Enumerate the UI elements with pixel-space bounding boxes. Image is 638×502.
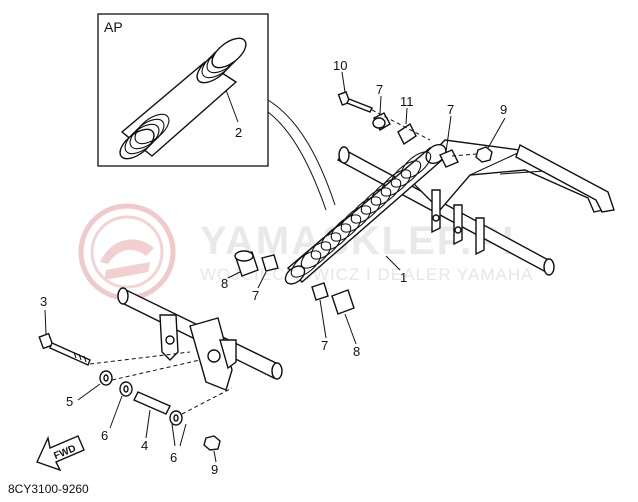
callout-1: 1 <box>400 270 407 285</box>
bolt-3-part <box>38 332 91 366</box>
washer-6-left-part <box>119 381 133 397</box>
watermark-logo-icon <box>78 203 176 301</box>
callout-7: 7 <box>252 288 259 303</box>
rear-shock-absorber-part <box>284 143 447 285</box>
collar-7-left-part <box>261 254 279 272</box>
callout-3: 3 <box>40 294 47 309</box>
callout-10: 10 <box>333 58 347 73</box>
leader-lines <box>44 71 506 463</box>
nut-9-upper-part <box>475 146 493 163</box>
callout-7: 7 <box>321 338 328 353</box>
alignment-lines <box>89 109 477 415</box>
callout-2: 2 <box>235 125 242 140</box>
collar-7-lower-part <box>311 282 329 301</box>
callout-9: 9 <box>211 462 218 477</box>
diagram-code: 8CY3100-9260 <box>8 482 89 496</box>
callout-11: 11 <box>400 94 414 109</box>
washer-5-part <box>99 370 113 386</box>
pin-4-part <box>133 391 171 415</box>
collar-7-right-part <box>439 149 459 168</box>
nut-9-lower-part <box>203 435 221 451</box>
watermark-tagline: WOJCIECHOWICZ I DEALER YAMAHA <box>200 265 533 284</box>
fwd-arrow-icon: FWD <box>36 435 85 472</box>
inset-connector <box>267 99 336 206</box>
bushing-8-lower-part <box>331 289 355 315</box>
callout-6: 6 <box>170 450 177 465</box>
callout-7: 7 <box>447 102 454 117</box>
inset-box: AP 2 <box>97 13 269 167</box>
collar-7-upper-part <box>372 112 391 131</box>
bushing-8-left-part <box>234 250 259 277</box>
callouts: 10 7 11 7 9 1 8 7 7 8 3 5 6 4 6 9 <box>40 58 507 477</box>
front-arm-part <box>117 287 283 391</box>
bolt-10-part <box>337 91 373 113</box>
callout-7: 7 <box>376 82 383 97</box>
callout-9: 9 <box>500 102 507 117</box>
callout-6: 6 <box>101 428 108 443</box>
callout-8: 8 <box>221 276 228 291</box>
washer-6-right-part <box>169 410 183 426</box>
bushing-11-part <box>397 122 417 146</box>
inset-title: AP <box>104 19 123 35</box>
callout-8: 8 <box>353 344 360 359</box>
callout-5: 5 <box>66 394 73 409</box>
dust-boot-part <box>119 37 247 160</box>
callout-4: 4 <box>141 438 148 453</box>
